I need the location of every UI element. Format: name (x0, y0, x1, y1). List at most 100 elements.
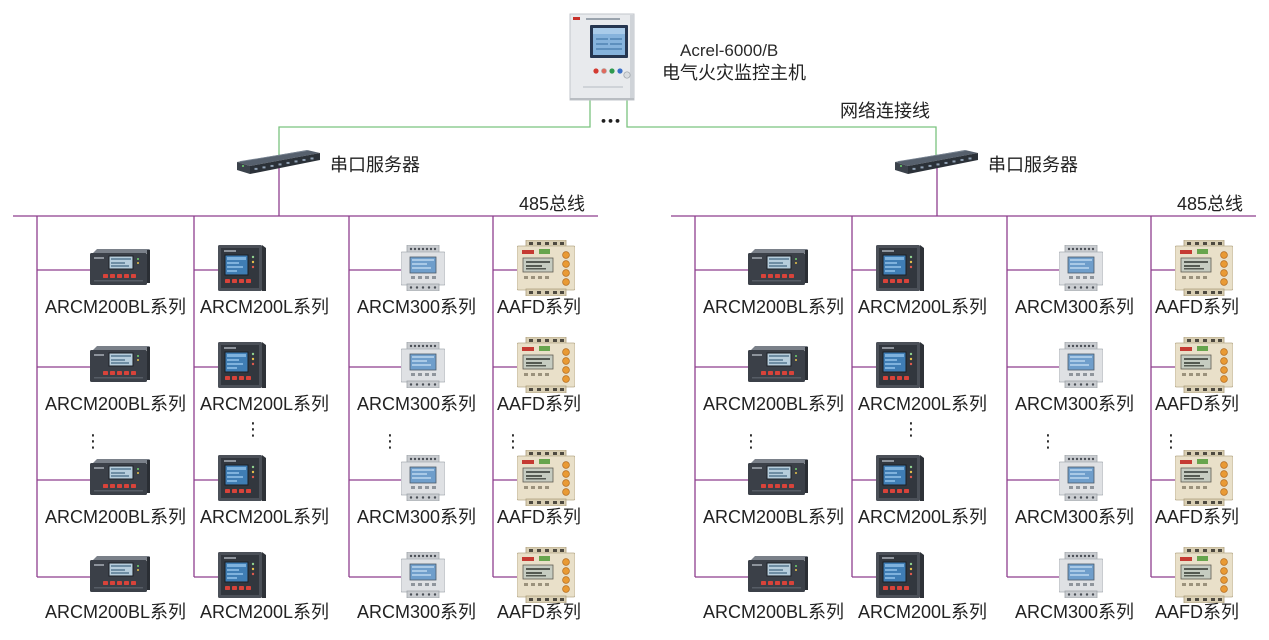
device-series-label: ARCM300系列 (1015, 297, 1134, 317)
device-series-label: ARCM200BL系列 (703, 507, 844, 527)
device-series-label: ARCM300系列 (1015, 602, 1134, 622)
device-series-label: ARCM200L系列 (200, 394, 329, 414)
more-devices-ellipsis: ⋮ (381, 431, 399, 452)
arcm300-meter-icon (401, 342, 445, 388)
monitoring-host: Acrel-6000/B 电气火灾监控主机 ••• (569, 13, 806, 128)
arcm300-meter-icon (401, 552, 445, 598)
arcm200l-meter-icon (876, 552, 924, 598)
device-column: ARCM200L系列 ARCM200L系列 ARCM200L系列 ARCM200L系列… (193, 216, 329, 622)
network-line-right (626, 100, 937, 158)
rs485-branches: 485总线串口服务器ARCM200BL系列ARCM200BL系列ARCM200B… (13, 150, 1256, 622)
arcm200l-meter-icon (218, 342, 266, 388)
device-column: ARCM200L系列 ARCM200L系列 ARCM200L系列 ARCM200L系列… (851, 216, 987, 622)
arcm200bl-meter-icon (748, 556, 808, 592)
branch-left: 485总线串口服务器ARCM200BL系列ARCM200BL系列ARCM200B… (13, 150, 598, 622)
device-series-label: AAFD系列 (1155, 394, 1239, 414)
aafd-detector-icon (517, 337, 575, 393)
device-series-label: ARCM300系列 (357, 602, 476, 622)
network-line-left (278, 100, 591, 158)
aafd-detector-icon (1175, 450, 1233, 506)
branch-right: 485总线串口服务器ARCM200BL系列ARCM200BL系列ARCM200B… (671, 150, 1256, 622)
device-series-label: ARCM200L系列 (200, 507, 329, 527)
arcm200l-meter-icon (876, 455, 924, 501)
arcm300-meter-icon (1059, 552, 1103, 598)
serial-server-label: 串口服务器 (330, 155, 420, 175)
device-series-label: ARCM200L系列 (858, 602, 987, 622)
serial-server-label: 串口服务器 (988, 155, 1078, 175)
serial-server-icon (237, 150, 320, 174)
device-column: AAFD系列 AAFD系列 AAFD系列 AAFD系列 ⋮ (1150, 216, 1239, 622)
device-series-label: ARCM200BL系列 (45, 297, 186, 317)
aafd-detector-icon (1175, 240, 1233, 296)
more-devices-ellipsis: ⋮ (504, 431, 522, 452)
device-series-label: ARCM200BL系列 (45, 602, 186, 622)
device-series-label: AAFD系列 (1155, 602, 1239, 622)
arcm200bl-meter-icon (90, 556, 150, 592)
arcm200bl-meter-icon (90, 459, 150, 495)
arcm200bl-meter-icon (748, 459, 808, 495)
arcm300-meter-icon (401, 245, 445, 291)
aafd-detector-icon (1175, 337, 1233, 393)
device-column: ARCM300系列 ARCM300系列 ARCM300系列 ARCM300系列 ⋮ (348, 216, 476, 622)
arcm200l-meter-icon (218, 455, 266, 501)
device-column: AAFD系列 AAFD系列 AAFD系列 AAFD系列 ⋮ (492, 216, 581, 622)
arcm300-meter-icon (1059, 455, 1103, 501)
host-model-label: Acrel-6000/B (680, 41, 778, 60)
aafd-detector-icon (517, 547, 575, 603)
device-series-label: ARCM300系列 (357, 297, 476, 317)
device-series-label: ARCM300系列 (357, 394, 476, 414)
device-series-label: ARCM200BL系列 (45, 507, 186, 527)
more-devices-ellipsis: ⋮ (84, 431, 102, 452)
device-column: ARCM200BL系列 ARCM200BL系列 ARCM200BL系列 ARCM200… (36, 216, 186, 622)
device-series-label: AAFD系列 (497, 394, 581, 414)
arcm300-meter-icon (1059, 245, 1103, 291)
device-series-label: ARCM200L系列 (858, 394, 987, 414)
arcm200l-meter-icon (876, 245, 924, 291)
device-series-label: AAFD系列 (497, 602, 581, 622)
device-series-label: AAFD系列 (1155, 507, 1239, 527)
more-devices-ellipsis: ⋮ (742, 431, 760, 452)
device-series-label: ARCM200L系列 (200, 602, 329, 622)
serial-server-icon (895, 150, 978, 174)
arcm200bl-meter-icon (90, 249, 150, 285)
arcm200bl-meter-icon (90, 346, 150, 382)
more-devices-ellipsis: ⋮ (1162, 431, 1180, 452)
device-series-label: ARCM300系列 (1015, 507, 1134, 527)
more-devices-ellipsis: ⋮ (244, 419, 262, 440)
aafd-detector-icon (517, 240, 575, 296)
arcm200l-meter-icon (876, 342, 924, 388)
device-series-label: ARCM200BL系列 (703, 602, 844, 622)
aafd-detector-icon (1175, 547, 1233, 603)
device-series-label: ARCM300系列 (1015, 394, 1134, 414)
host-name-label: 电气火灾监控主机 (662, 63, 806, 83)
device-series-label: ARCM200L系列 (858, 297, 987, 317)
arcm200l-meter-icon (218, 245, 266, 291)
device-column: ARCM200BL系列 ARCM200BL系列 ARCM200BL系列 ARCM200… (694, 216, 844, 622)
device-series-label: ARCM300系列 (357, 507, 476, 527)
bus-label: 485总线 (1177, 194, 1243, 214)
arcm200l-meter-icon (218, 552, 266, 598)
network-line-label: 网络连接线 (840, 101, 930, 121)
device-series-label: ARCM200BL系列 (703, 394, 844, 414)
device-series-label: AAFD系列 (1155, 297, 1239, 317)
device-column: ARCM300系列 ARCM300系列 ARCM300系列 ARCM300系列 ⋮ (1006, 216, 1134, 622)
bus-label: 485总线 (519, 194, 585, 214)
more-devices-ellipsis: ⋮ (902, 419, 920, 440)
arcm300-meter-icon (401, 455, 445, 501)
aafd-detector-icon (517, 450, 575, 506)
device-series-label: ARCM200BL系列 (703, 297, 844, 317)
network-lines: 网络连接线 (278, 100, 937, 158)
arcm200bl-meter-icon (748, 249, 808, 285)
device-series-label: ARCM200BL系列 (45, 394, 186, 414)
arcm300-meter-icon (1059, 342, 1103, 388)
monitoring-host-cabinet-icon (569, 13, 635, 101)
more-hosts-indicator: ••• (600, 115, 621, 128)
device-series-label: AAFD系列 (497, 297, 581, 317)
device-series-label: AAFD系列 (497, 507, 581, 527)
more-devices-ellipsis: ⋮ (1039, 431, 1057, 452)
device-series-label: ARCM200L系列 (858, 507, 987, 527)
arcm200bl-meter-icon (748, 346, 808, 382)
device-series-label: ARCM200L系列 (200, 297, 329, 317)
